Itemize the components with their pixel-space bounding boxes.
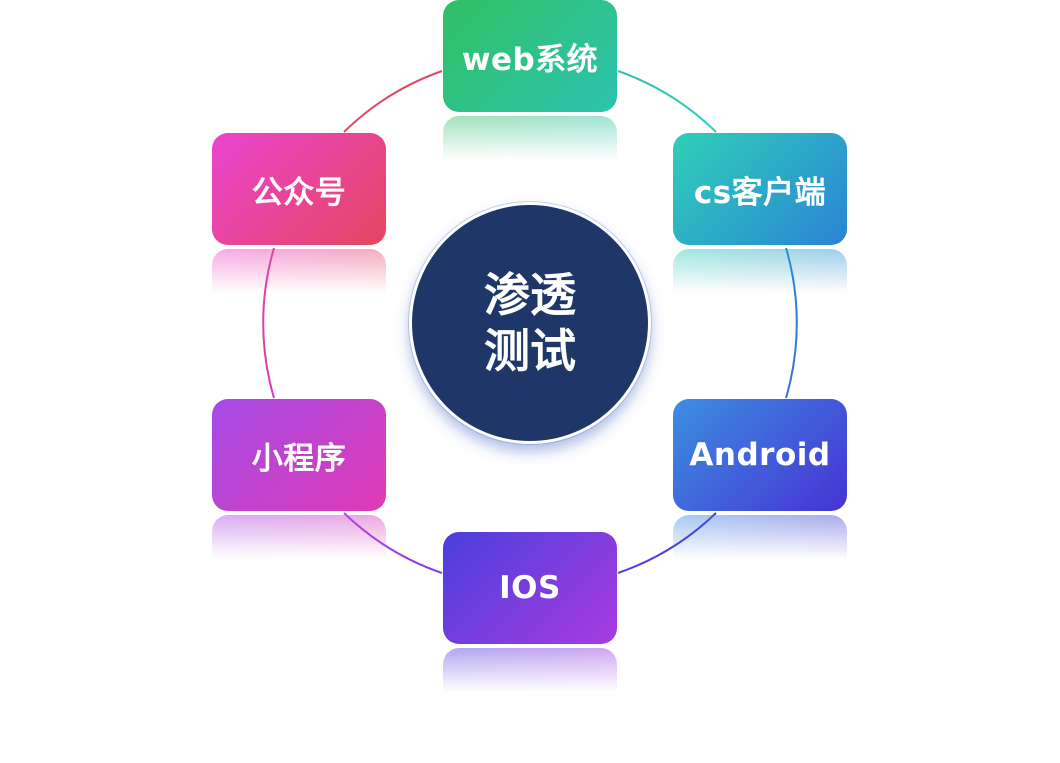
cs-client-label: cs客户端 <box>693 174 827 211</box>
miniprogram-label: 小程序 <box>251 440 347 477</box>
ios-node: IOS <box>443 532 617 644</box>
web-node-reflection <box>443 116 617 160</box>
android-node-reflection <box>673 515 847 559</box>
cs-node-reflection <box>673 249 847 293</box>
miniprogram-node: 小程序 <box>212 399 386 511</box>
arc-official-web <box>343 70 443 133</box>
web-system-label: web系统 <box>461 41 599 78</box>
android-node: Android <box>673 399 847 511</box>
official-node-reflection <box>212 249 386 293</box>
ios-label: IOS <box>499 570 561 606</box>
cs-client-node: cs客户端 <box>673 133 847 245</box>
center-title-line1: 渗透 <box>484 268 576 322</box>
ios-node-reflection <box>443 648 617 692</box>
android-label: Android <box>689 437 831 473</box>
official-account-label: 公众号 <box>251 174 347 211</box>
web-system-node: web系统 <box>443 0 617 112</box>
official-account-node: 公众号 <box>212 133 386 245</box>
center-circle: 渗透 测试 <box>409 202 651 444</box>
arc-web-cs <box>617 70 717 133</box>
miniprogram-node-reflection <box>212 515 386 559</box>
center-title-line2: 测试 <box>484 324 576 378</box>
